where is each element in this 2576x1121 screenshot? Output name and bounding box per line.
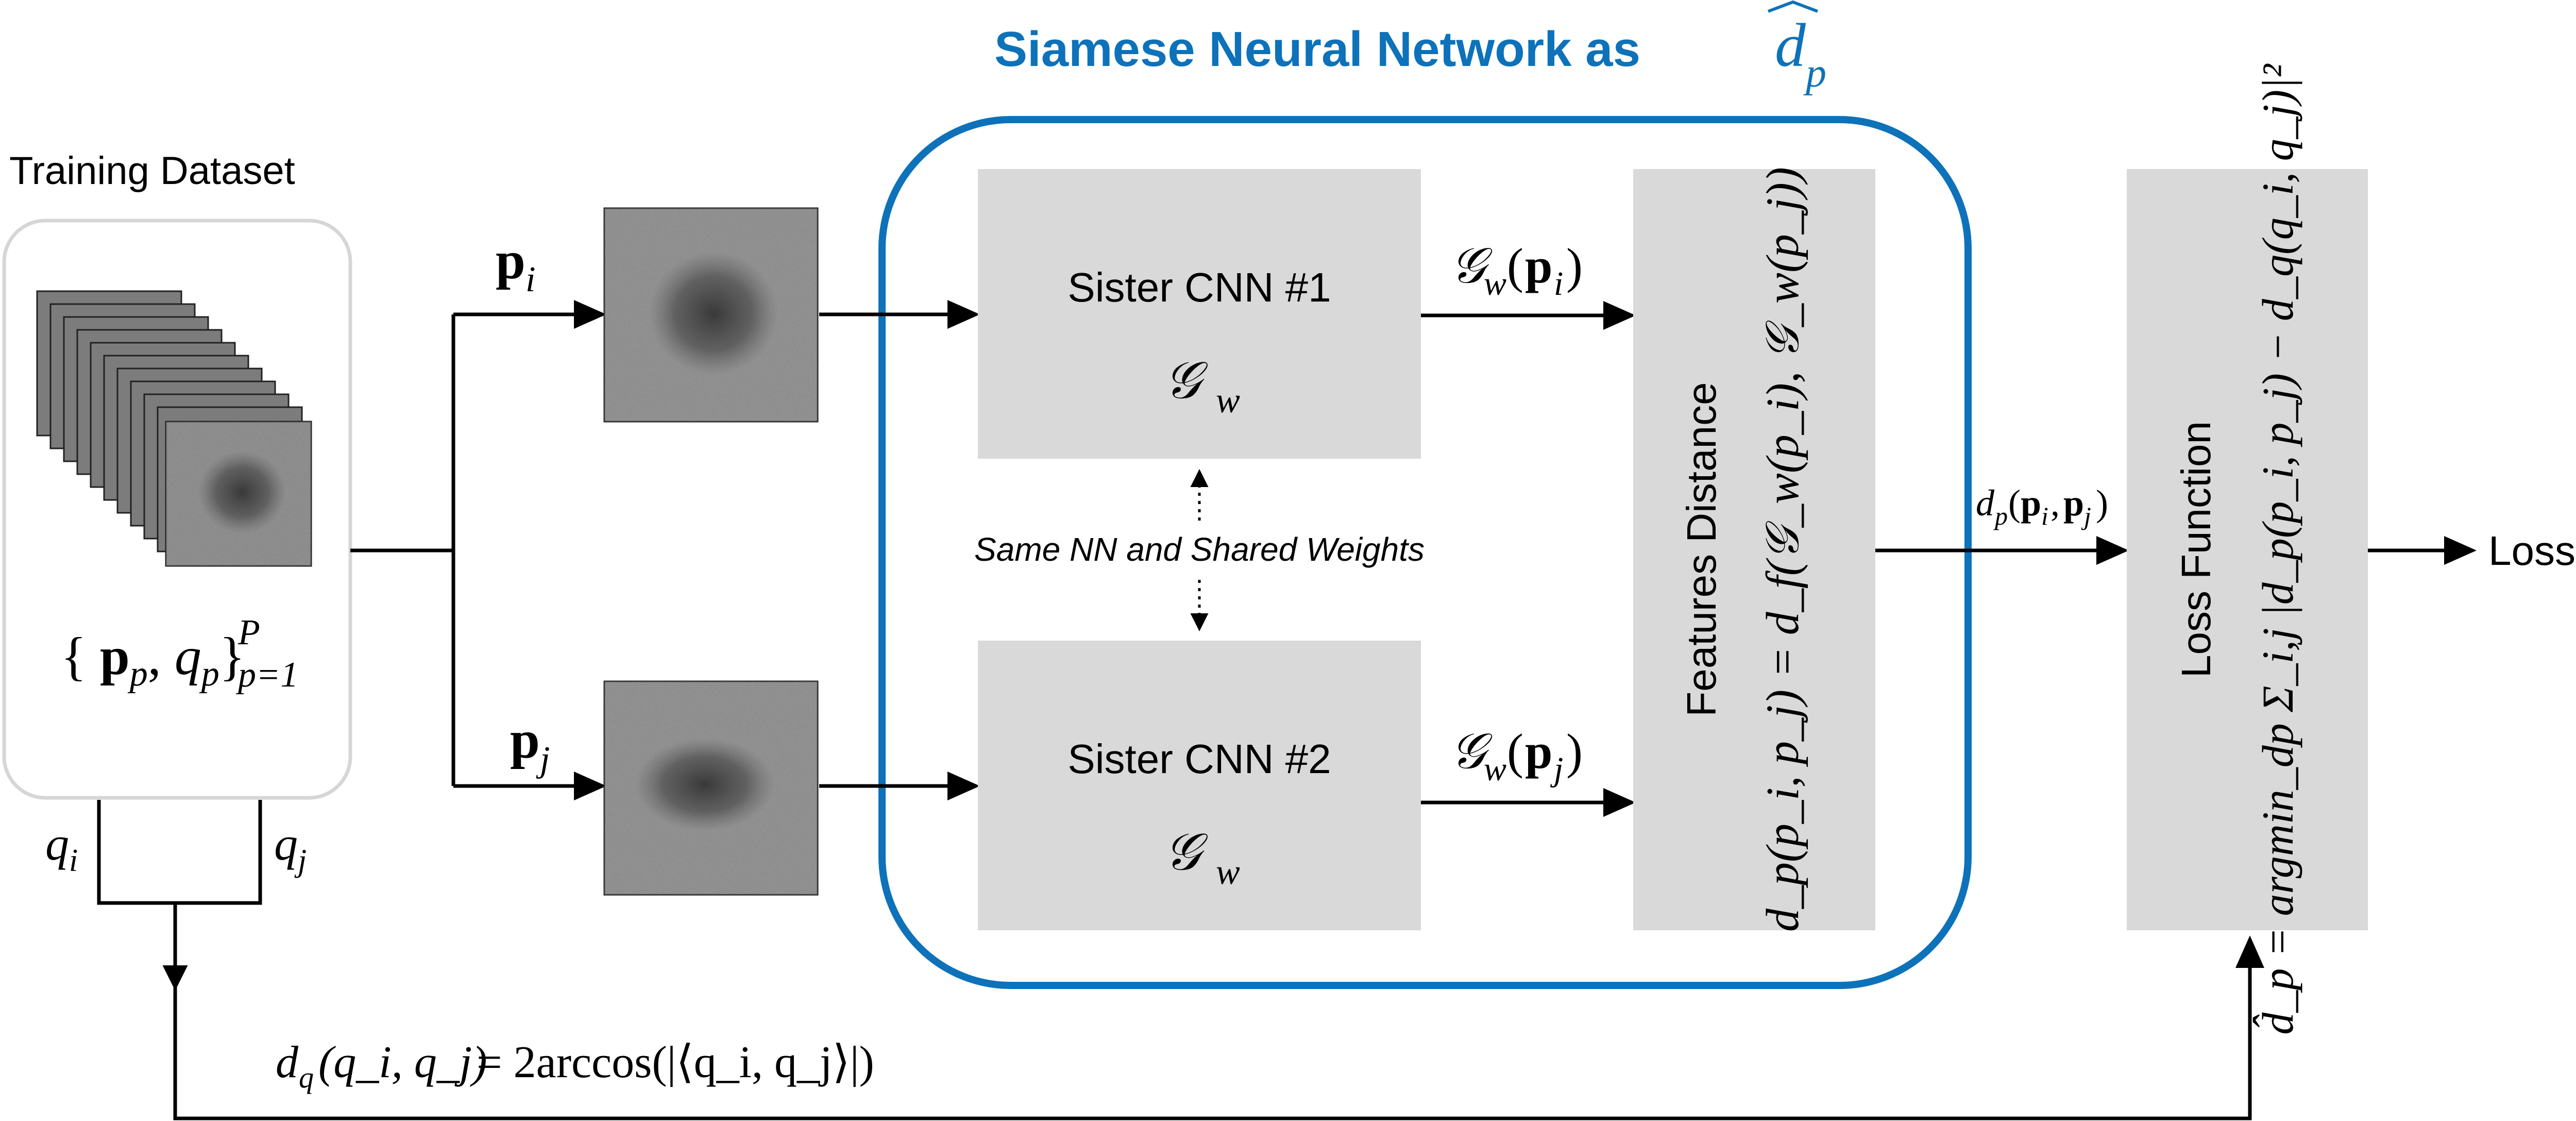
training-dataset-label: Training Dataset	[9, 149, 295, 193]
svg-text:(: (	[2008, 482, 2021, 524]
svg-text:p: p	[1993, 501, 2008, 530]
features-distance-box: Features Distance d_p(p_i, p_j) = d_f(𝒢_…	[1633, 167, 1875, 932]
dp-label: d p ( p i , p j )	[1976, 482, 2108, 530]
svg-text:p: p	[496, 231, 526, 290]
svg-text:d: d	[1976, 482, 1995, 524]
svg-text:): )	[1566, 724, 1583, 779]
loss-function-equation: d̂_p = argmin_dp Σ_i,j |d_p(p_i, p_j) − …	[2252, 63, 2302, 1034]
front-image	[165, 421, 312, 567]
svg-text:q: q	[274, 817, 298, 870]
svg-text:𝒢: 𝒢	[1450, 724, 1493, 779]
dq-equation: d q (q_i, q_j) = 2arccos(|⟨q_i, q_j⟩|)	[276, 1038, 874, 1094]
p-j-label: p j	[510, 710, 550, 779]
set-range-sup: P	[238, 613, 260, 652]
loss-output-label: Loss	[2488, 528, 2575, 574]
svg-text:p: p	[2063, 482, 2084, 524]
cnn2-title: Sister CNN #2	[1067, 736, 1331, 782]
svg-text:p: p	[1525, 724, 1552, 779]
siamese-network-border	[878, 116, 1972, 989]
svg-text:i: i	[1554, 265, 1563, 303]
dp-hat-base: d	[1775, 11, 1806, 79]
features-distance-label: Features Distance	[1679, 382, 1724, 716]
shared-weights-label: Same NN and Shared Weights	[974, 531, 1425, 568]
dp-hat-sub: p	[1803, 51, 1826, 96]
dataset-set-notation: { pp, qp}	[61, 627, 245, 694]
svg-text:p: p	[2021, 482, 2041, 524]
svg-text:): )	[1566, 238, 1583, 293]
svg-text:p: p	[510, 710, 540, 769]
image-stack	[36, 290, 312, 567]
svg-text:= 2arccos(|⟨q_i, q_j⟩|): = 2arccos(|⟨q_i, q_j⟩|)	[477, 1038, 874, 1087]
p-i-label: p i	[496, 231, 535, 299]
input-image-pi	[603, 207, 819, 423]
svg-text:q: q	[45, 817, 69, 870]
svg-text:i: i	[69, 843, 78, 878]
gw-pj-label: 𝒢 w ( p j )	[1450, 724, 1583, 788]
svg-text:,: ,	[2050, 482, 2060, 524]
q-j-label: q j	[274, 817, 307, 878]
dp-hat-symbol: d p	[1767, 0, 1826, 96]
cnn1-func-sub: w	[1216, 381, 1240, 421]
set-range-sub: p=1	[235, 655, 298, 695]
loss-function-box: Loss Function d̂_p = argmin_dp Σ_i,j |d_…	[2127, 63, 2368, 1034]
cnn2-func-sub: w	[1216, 852, 1240, 892]
features-distance-equation: d_p(p_i, p_j) = d_f(𝒢_w(p_i), 𝒢_w(p_j))	[1757, 167, 1808, 932]
svg-text:): )	[2096, 482, 2108, 524]
input-image-pj	[603, 680, 819, 896]
sister-cnn-1: Sister CNN #1 𝒢 w	[978, 169, 1421, 459]
svg-text:i: i	[2041, 501, 2048, 530]
gw-pi-label: 𝒢 w ( p i )	[1450, 238, 1583, 303]
hat-accent	[1767, 0, 1819, 13]
svg-text:q: q	[299, 1061, 314, 1094]
svg-text:i: i	[526, 260, 535, 299]
cnn1-title: Sister CNN #1	[1067, 264, 1331, 310]
svg-text:(: (	[1507, 724, 1523, 779]
sister-cnn-2: Sister CNN #2 𝒢 w	[978, 641, 1421, 930]
svg-text:d: d	[276, 1038, 299, 1087]
svg-text:(: (	[1507, 238, 1523, 293]
network-title: Siamese Neural Network as	[994, 22, 1640, 77]
svg-text:w: w	[1484, 265, 1506, 303]
q-i-label: q i	[45, 817, 78, 878]
svg-text:w: w	[1484, 750, 1506, 788]
svg-text:(q_i, q_j): (q_i, q_j)	[318, 1038, 487, 1087]
svg-text:𝒢: 𝒢	[1450, 238, 1493, 293]
q-connector	[97, 800, 262, 905]
svg-text:p: p	[1525, 238, 1552, 293]
loss-function-label: Loss Function	[2173, 421, 2219, 678]
network-title-text: Siamese Neural Network as	[994, 22, 1640, 77]
dq-feedback-path	[173, 935, 2264, 1120]
